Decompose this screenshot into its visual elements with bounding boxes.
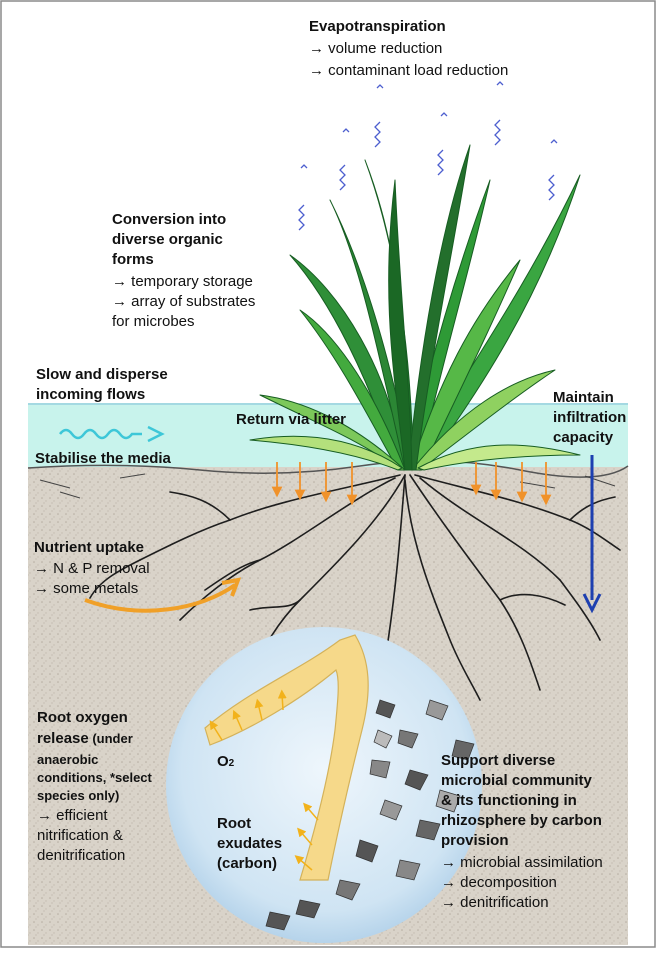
return-via-litter: Return via litter xyxy=(236,410,346,429)
maintain-line-1: Maintain xyxy=(553,388,614,407)
root-oxygen-under: (under xyxy=(89,731,133,746)
root-oxygen-title-2: release (under xyxy=(37,729,133,748)
evapotranspiration-title: Evapotranspiration xyxy=(309,17,446,36)
o2-subscript: 2 xyxy=(229,758,235,769)
exudates-line-3: (carbon) xyxy=(217,854,277,873)
nutrient-uptake-title: Nutrient uptake xyxy=(34,538,144,557)
support-line-4: rhizosphere by carbon xyxy=(441,811,602,830)
conversion-line-2: → array of substrates xyxy=(112,292,255,311)
support-line-7: → decomposition xyxy=(441,873,557,892)
evapotranspiration-line-1: → volume reduction xyxy=(309,39,442,58)
conversion-line-1: → temporary storage xyxy=(112,272,253,291)
root-oxygen-line-5: nitrification & xyxy=(37,826,123,845)
slow-flows-line-1: Slow and disperse xyxy=(36,365,168,384)
evaporation-squiggles xyxy=(299,82,557,230)
root-oxygen-line-4: → efficient xyxy=(37,806,108,825)
root-oxygen-title-1: Root oxygen xyxy=(37,708,128,727)
conversion-title-2: diverse organic xyxy=(112,230,223,249)
support-line-5: provision xyxy=(441,831,509,850)
nutrient-uptake-line-2: → some metals xyxy=(34,579,138,598)
support-line-2: microbial community xyxy=(441,771,592,790)
evapotranspiration-line-2: → contaminant load reduction xyxy=(309,61,508,80)
exudates-line-2: exudates xyxy=(217,834,282,853)
root-oxygen-release: release xyxy=(37,730,89,747)
support-line-1: Support diverse xyxy=(441,751,555,770)
o2-label: O2 xyxy=(217,752,234,773)
root-oxygen-line-1: anaerobic xyxy=(37,750,98,769)
maintain-line-2: infiltration xyxy=(553,408,626,427)
slow-flows-line-2: incoming flows xyxy=(36,385,145,404)
support-line-3: & its functioning in xyxy=(441,791,577,810)
stabilise-media: Stabilise the media xyxy=(35,449,171,468)
nutrient-uptake-line-1: → N & P removal xyxy=(34,559,150,578)
exudates-line-1: Root xyxy=(217,814,251,833)
conversion-title-1: Conversion into xyxy=(112,210,226,229)
conversion-title-3: forms xyxy=(112,250,154,269)
maintain-line-3: capacity xyxy=(553,428,613,447)
root-oxygen-line-2: conditions, *select xyxy=(37,768,152,787)
support-line-6: → microbial assimilation xyxy=(441,853,603,872)
o2-main: O xyxy=(217,753,229,770)
root-oxygen-line-6: denitrification xyxy=(37,846,125,865)
support-line-8: → denitrification xyxy=(441,893,549,912)
conversion-line-3: for microbes xyxy=(112,312,195,331)
root-oxygen-line-3: species only) xyxy=(37,786,119,805)
